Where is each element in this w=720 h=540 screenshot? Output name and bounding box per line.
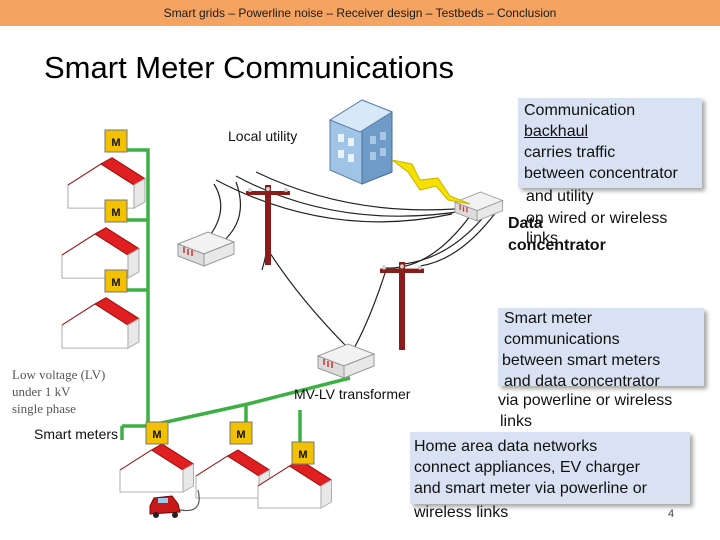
house-icon xyxy=(119,443,195,493)
callout-line: Home area data networks xyxy=(414,438,598,455)
backhaul-line: and utility xyxy=(526,188,594,205)
callout-line: communications xyxy=(504,331,620,348)
callout-line: wireless links xyxy=(414,504,509,521)
backhaul-line: on wired or wireless xyxy=(526,210,668,227)
transformer-icon xyxy=(317,343,375,379)
house-icon xyxy=(257,459,333,509)
lv-note-line3: single phase xyxy=(12,401,76,416)
callout-line: between smart meters xyxy=(502,352,661,369)
meter-label: M xyxy=(111,277,120,289)
home-area-callout: Home area data networks connect applianc… xyxy=(410,432,690,504)
backhaul-callout: Communication backhaul carries traffic b… xyxy=(518,98,702,188)
lv-note-line2: under 1 kV xyxy=(12,384,71,399)
meter-icon: M xyxy=(104,199,128,223)
breadcrumb: Smart grids – Powerline noise – Receiver… xyxy=(163,6,557,20)
page-number: 4 xyxy=(668,508,675,520)
meter-label: M xyxy=(111,207,120,219)
meter-icon: M xyxy=(229,421,253,445)
backhaul-line: between concentrator xyxy=(524,165,678,182)
smart-meter-comms-callout: Smart meter communications between smart… xyxy=(498,308,704,390)
backhaul-line: Communication xyxy=(524,102,636,119)
callout-line: and data concentrator xyxy=(504,373,660,390)
meter-label: M xyxy=(236,429,245,441)
ev-car-icon xyxy=(149,489,200,518)
meter-icon: M xyxy=(145,421,169,445)
meter-icon: M xyxy=(104,269,128,293)
local-utility-label: Local utility xyxy=(228,128,298,144)
backhaul-line: links xyxy=(526,230,559,247)
transformer-icon xyxy=(177,231,235,267)
utility-pole-icon xyxy=(380,262,424,350)
callout-line: Smart meter xyxy=(504,310,593,327)
lv-note-line1: Low voltage (LV) xyxy=(12,367,106,382)
callout-line: links xyxy=(500,413,533,430)
concentrator-label-line2: concentrator xyxy=(508,237,606,254)
meter-label: M xyxy=(298,449,307,461)
meter-label: M xyxy=(111,137,120,149)
meter-icon: M xyxy=(291,441,315,465)
backhaul-line: backhaul xyxy=(524,123,589,140)
backhaul-line: carries traffic xyxy=(524,144,616,161)
slide-title: Smart Meter Communications xyxy=(44,50,455,85)
house-icon xyxy=(61,297,140,349)
meter-icon: M xyxy=(104,129,128,153)
callout-line: via powerline or wireless xyxy=(498,392,673,409)
concentrator-icon xyxy=(454,191,504,222)
mv-lv-transformer-label: MV-LV transformer xyxy=(294,386,411,402)
header-bar: Smart grids – Powerline noise – Receiver… xyxy=(0,0,720,26)
smart-meters-label: Smart meters xyxy=(34,426,119,442)
callout-line: connect appliances, EV charger xyxy=(414,459,640,476)
meter-label: M xyxy=(152,429,161,441)
concentrator-label-line1: Data xyxy=(508,215,543,232)
callout-line: and smart meter via powerline or xyxy=(414,480,647,497)
lightning-icon xyxy=(391,159,471,205)
office-building-icon xyxy=(328,99,394,185)
